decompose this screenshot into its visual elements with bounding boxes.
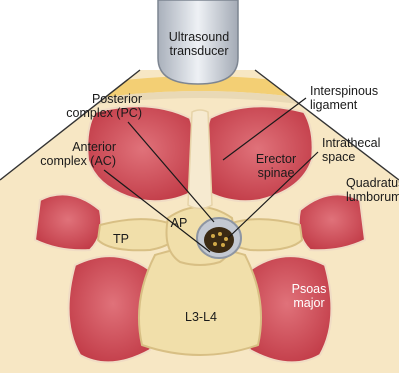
label-line: AP (164, 216, 194, 230)
label-line: Posterior (52, 92, 142, 106)
label-line: spinae (246, 166, 306, 180)
label-line: TP (106, 232, 136, 246)
label-line: Erector (246, 152, 306, 166)
label-posterior-complex: Posterior complex (PC) (52, 92, 142, 120)
label-line: L3-L4 (178, 310, 224, 324)
label-anterior-complex: Anterior complex (AC) (10, 140, 116, 168)
label-erector-spinae: Erector spinae (246, 152, 306, 180)
label-interspinous-ligament: Interspinous ligament (310, 84, 395, 112)
label-line: transducer (160, 44, 238, 58)
quadratus-lumborum-left (35, 194, 101, 250)
label-ap: AP (164, 216, 194, 230)
label-line: Ultrasound (160, 30, 238, 44)
label-line: ligament (310, 98, 395, 112)
label-line: complex (PC) (52, 106, 142, 120)
label-line: Anterior (10, 140, 116, 154)
label-line: Intrathecal (322, 136, 397, 150)
label-line: lumborum (346, 190, 399, 204)
label-psoas-major: Psoas major (284, 282, 334, 310)
label-ultrasound-transducer: Ultrasound transducer (160, 30, 238, 58)
interspinous-ligament-shape (188, 110, 212, 209)
intrathecal-space-shape (204, 227, 234, 253)
label-intrathecal-space: Intrathecal space (322, 136, 397, 164)
label-line: major (284, 296, 334, 310)
label-line: Psoas (284, 282, 334, 296)
label-line: Interspinous (310, 84, 395, 98)
label-line: complex (AC) (10, 154, 116, 168)
label-tp: TP (106, 232, 136, 246)
label-line: space (322, 150, 397, 164)
label-quadratus-lumborum: Quadratus lumborum (346, 176, 399, 204)
label-line: Quadratus (346, 176, 399, 190)
label-vertebra-level: L3-L4 (178, 310, 224, 324)
